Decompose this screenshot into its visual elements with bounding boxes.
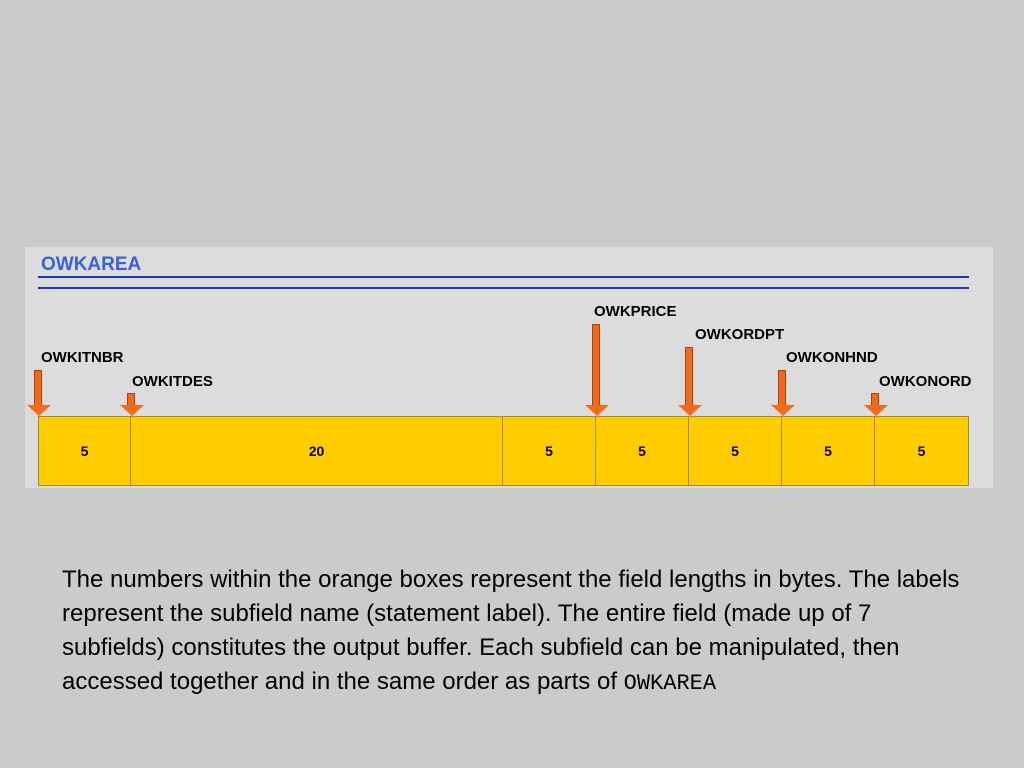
owkarea-diagram-panel: OWKAREA OWKITNBR OWKITDES OWKPRICE OWKOR… bbox=[25, 247, 993, 488]
subfield-cell-owkitdes: 20 bbox=[131, 416, 503, 486]
description-code: OWKAREA bbox=[623, 671, 717, 696]
title-underline-bottom bbox=[38, 287, 969, 289]
diagram-title: OWKAREA bbox=[41, 254, 142, 275]
subfield-cell-3: 5 bbox=[503, 416, 596, 486]
arrow-down-icon-owkprice bbox=[585, 324, 609, 416]
label-owkitdes: OWKITDES bbox=[132, 373, 213, 390]
subfield-cell-owkprice: 5 bbox=[596, 416, 689, 486]
arrow-down-icon-owkordpt bbox=[678, 347, 702, 416]
arrow-down-icon-owkonhnd bbox=[771, 370, 795, 416]
description-text: The numbers within the orange boxes repr… bbox=[62, 566, 960, 695]
label-owkitnbr: OWKITNBR bbox=[41, 349, 124, 366]
label-owkordpt: OWKORDPT bbox=[695, 326, 785, 343]
label-owkonord: OWKONORD bbox=[879, 373, 972, 390]
output-buffer: 5 20 5 5 5 5 5 bbox=[38, 416, 969, 486]
title-underline-top bbox=[38, 276, 969, 278]
subfield-cell-owkonhnd: 5 bbox=[782, 416, 875, 486]
label-owkonhnd: OWKONHND bbox=[786, 349, 878, 366]
subfield-cell-owkonord: 5 bbox=[875, 416, 969, 486]
subfield-cell-owkordpt: 5 bbox=[689, 416, 782, 486]
label-owkprice: OWKPRICE bbox=[594, 303, 677, 320]
arrow-down-icon-owkitnbr bbox=[27, 370, 51, 416]
arrow-down-icon-owkonord bbox=[864, 393, 888, 416]
arrow-down-icon-owkitdes bbox=[120, 393, 144, 416]
subfield-cell-owkitnbr: 5 bbox=[38, 416, 131, 486]
description-paragraph: The numbers within the orange boxes repr… bbox=[62, 563, 962, 701]
